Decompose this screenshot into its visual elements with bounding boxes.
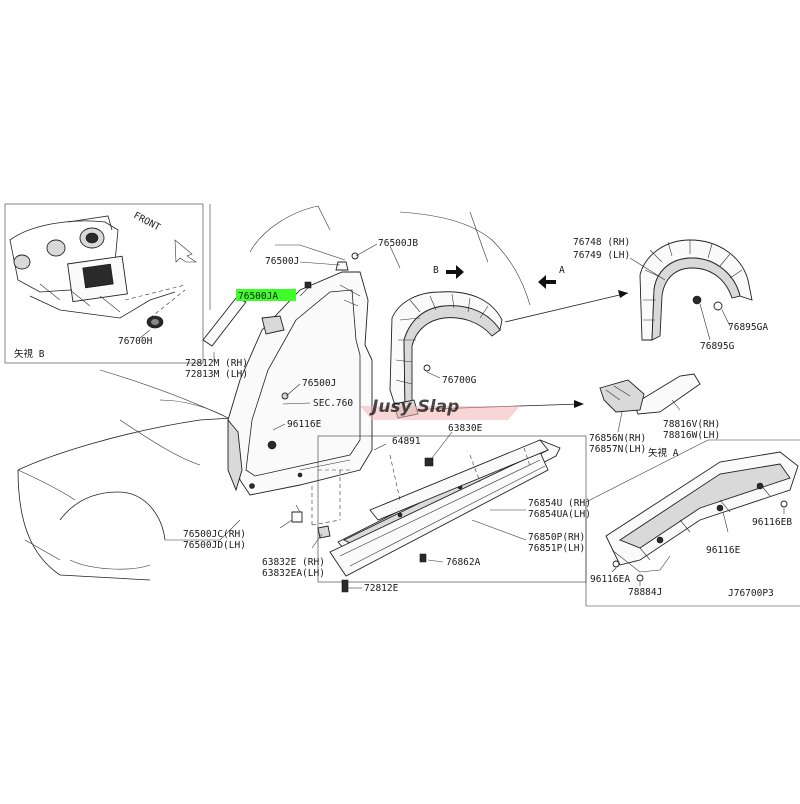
label-76854UA: 76854UA(LH) xyxy=(528,509,591,520)
label-96116EB: 96116EB xyxy=(752,517,792,528)
inset-view-a: 矢視 A xyxy=(585,439,800,607)
label-76854U: 76854U (RH) xyxy=(528,498,591,509)
label-76500J-top: 76500J xyxy=(265,256,299,267)
watermark-text: Jusy Slap xyxy=(369,397,459,417)
arrow-b-label: B xyxy=(433,265,439,276)
label-76700H: 76700H xyxy=(118,336,153,347)
label-76500JD: 76500JD(LH) xyxy=(183,540,246,551)
label-76857N: 76857N(LH) xyxy=(589,444,646,455)
label-76500JA: 76500JA xyxy=(238,291,278,302)
car-body-outline xyxy=(17,204,531,581)
label-96116E: 96116E xyxy=(287,419,322,430)
arrow-a-label: A xyxy=(559,265,565,276)
label-96116EA: 96116EA xyxy=(590,574,630,585)
label-76851P: 76851P(LH) xyxy=(528,543,585,554)
rear-wheelhouse-liner xyxy=(389,290,629,415)
watermark-logo: Jusy Slap xyxy=(360,397,520,420)
wheel-liner-exploded xyxy=(629,239,753,341)
label-76700G: 76700G xyxy=(442,375,477,386)
part-callouts: 76500JB 76500J 76500JA 72812M (RH) 72813… xyxy=(183,237,792,599)
view-direction-arrows: B A xyxy=(433,265,565,289)
label-72813M: 72813M (LH) xyxy=(185,369,248,380)
label-63832EA: 63832EA(LH) xyxy=(262,568,325,579)
view-a-label: 矢視 A xyxy=(648,447,679,459)
label-SEC760: SEC.760 xyxy=(313,398,353,409)
view-b-label: 矢視 B xyxy=(14,348,45,360)
highlight-76500JA xyxy=(236,289,296,301)
label-76500JC: 76500JC(RH) xyxy=(183,529,246,540)
label-76895GA: 76895GA xyxy=(728,322,768,333)
inset-view-b: 76700H 矢視 B xyxy=(4,203,204,364)
label-76862A: 76862A xyxy=(446,557,481,568)
label-76749: 76749 (LH) xyxy=(573,250,630,261)
label-78884J: 78884J xyxy=(628,587,662,598)
label-76748: 76748 (RH) xyxy=(573,237,630,248)
label-72812M: 72812M (RH) xyxy=(185,358,248,369)
label-64891: 64891 xyxy=(392,436,421,447)
label-78816V: 78816V(RH) xyxy=(663,419,720,430)
label-76500JB: 76500JB xyxy=(378,238,418,249)
label-63832E: 63832E (RH) xyxy=(262,557,325,568)
diagram-code: J76700P3 xyxy=(728,588,774,599)
label-76856N: 76856N(RH) xyxy=(589,433,646,444)
label-76500J-mid: 76500J xyxy=(302,378,336,389)
label-63830E: 63830E xyxy=(448,423,483,434)
front-arrow: FRONT xyxy=(132,210,197,263)
door-frame-assembly xyxy=(202,243,378,513)
label-72812E: 72812E xyxy=(364,583,399,594)
label-78816W: 78816W(LH) xyxy=(663,430,720,441)
label-76850P: 76850P(RH) xyxy=(528,532,585,543)
side-sill-assembly xyxy=(279,431,587,593)
label-96116E-inset: 96116E xyxy=(706,545,741,556)
label-76895G: 76895G xyxy=(700,341,735,352)
front-label: FRONT xyxy=(132,210,163,233)
